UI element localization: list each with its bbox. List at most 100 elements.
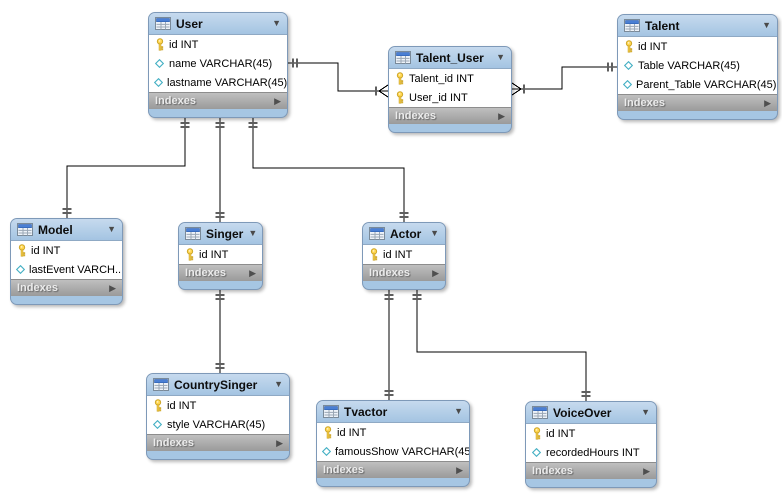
expand-arrow-icon[interactable]: ▶ (249, 267, 256, 278)
indexes-label: Indexes (532, 465, 573, 477)
collapse-triangle-icon[interactable]: ▼ (454, 406, 463, 416)
table-header[interactable]: CountrySinger▼ (147, 374, 289, 396)
expand-arrow-icon[interactable]: ▶ (764, 97, 771, 108)
collapse-triangle-icon[interactable]: ▼ (762, 20, 771, 30)
expand-arrow-icon[interactable]: ▶ (109, 282, 116, 293)
relationship-user-actor[interactable] (248, 118, 409, 222)
column-row[interactable]: recordedHours INT (526, 443, 656, 462)
column-label: Table VARCHAR(45) (638, 59, 740, 72)
expand-arrow-icon[interactable]: ▶ (498, 110, 505, 121)
column-row[interactable]: id INT (526, 424, 656, 443)
columns-list: id INT (179, 245, 262, 264)
primary-key-icon (16, 244, 27, 257)
indexes-label: Indexes (323, 464, 364, 476)
column-label: famousShow VARCHAR(45) (335, 445, 470, 458)
table-title: Singer (206, 226, 244, 241)
column-row[interactable]: id INT (317, 423, 469, 442)
column-row[interactable]: name VARCHAR(45) (149, 54, 287, 73)
relationship-line[interactable] (252, 118, 405, 222)
table-grid-icon (155, 17, 171, 30)
collapse-triangle-icon[interactable]: ▼ (430, 228, 439, 238)
relationship-actor-voiceover[interactable] (412, 290, 591, 401)
entity-table-voiceover[interactable]: VoiceOver▼id INT recordedHours INT Indexes… (525, 401, 657, 488)
indexes-bar[interactable]: Indexes▶ (618, 94, 777, 111)
relationship-line[interactable] (66, 118, 186, 218)
column-row[interactable]: Talent_id INT (389, 69, 511, 88)
column-row[interactable]: id INT (363, 245, 445, 264)
expand-arrow-icon[interactable]: ▶ (274, 95, 281, 106)
indexes-bar[interactable]: Indexes▶ (149, 92, 287, 109)
indexes-bar[interactable]: Indexes▶ (147, 434, 289, 451)
table-header[interactable]: Actor▼ (363, 223, 445, 245)
table-title: Model (38, 222, 73, 237)
relationship-talent_user-talent[interactable] (511, 62, 617, 96)
primary-key-icon (394, 91, 405, 104)
table-header[interactable]: User▼ (149, 13, 287, 35)
indexes-bar[interactable]: Indexes▶ (363, 264, 445, 281)
column-row[interactable]: id INT (179, 245, 262, 264)
collapse-triangle-icon[interactable]: ▼ (272, 18, 281, 28)
relationship-user-model[interactable] (62, 118, 190, 218)
relationship-user-talent_user[interactable] (288, 58, 389, 98)
expand-arrow-icon[interactable]: ▶ (643, 465, 650, 476)
column-row[interactable]: id INT (149, 35, 287, 54)
column-label: id INT (383, 248, 413, 261)
entity-table-talent[interactable]: Talent▼id INT Table VARCHAR(45) Parent_Tab… (617, 14, 778, 120)
column-row[interactable]: famousShow VARCHAR(45) (317, 442, 469, 461)
table-header[interactable]: Model ▼ (11, 219, 122, 241)
collapse-triangle-icon[interactable]: ▼ (641, 407, 650, 417)
table-footer-strip (389, 124, 511, 132)
relationship-user-singer[interactable] (215, 118, 225, 222)
relationship-actor-tvactor[interactable] (384, 290, 394, 400)
collapse-triangle-icon[interactable]: ▼ (248, 228, 258, 238)
indexes-bar[interactable]: Indexes ▶ (526, 462, 656, 479)
indexes-bar[interactable]: Indexes▶ (179, 264, 262, 281)
table-header[interactable]: Talent▼ (618, 15, 777, 37)
column-label: id INT (169, 38, 199, 51)
entity-table-tvactor[interactable]: Tvactor▼id INT famousShow VARCHAR(45) Inde… (316, 400, 470, 487)
indexes-bar[interactable]: Indexes ▶ (317, 461, 469, 478)
expand-arrow-icon[interactable]: ▶ (276, 437, 283, 448)
column-row[interactable]: User_id INT (389, 88, 511, 107)
entity-table-countrysinger[interactable]: CountrySinger▼id INT style VARCHAR(45) Ind… (146, 373, 290, 460)
column-row[interactable]: Table VARCHAR(45) (618, 56, 777, 75)
entity-table-actor[interactable]: Actor▼ id INT Indexes▶ (362, 222, 446, 290)
column-row[interactable]: Parent_Table VARCHAR(45) (618, 75, 777, 94)
expand-arrow-icon[interactable]: ▶ (432, 267, 439, 278)
column-label: style VARCHAR(45) (167, 418, 266, 431)
relationship-singer-countrysinger[interactable] (215, 290, 225, 373)
table-footer-strip (147, 451, 289, 459)
relationship-line[interactable] (288, 62, 388, 92)
indexes-bar[interactable]: Indexes▶ (11, 279, 122, 296)
table-header[interactable]: Talent_User▼ (389, 47, 511, 69)
column-diamond-icon (531, 448, 542, 457)
table-header[interactable]: Tvactor▼ (317, 401, 469, 423)
table-header[interactable]: VoiceOver▼ (526, 402, 656, 424)
column-row[interactable]: lastname VARCHAR(45) (149, 73, 287, 92)
relationship-line[interactable] (512, 66, 617, 90)
columns-list: id INT (363, 245, 445, 264)
column-label: recordedHours INT (546, 446, 640, 459)
column-row[interactable]: lastEvent VARCH... (11, 260, 122, 279)
expand-arrow-icon[interactable]: ▶ (456, 464, 463, 475)
column-row[interactable]: id INT (11, 241, 122, 260)
column-diamond-icon (322, 447, 331, 456)
indexes-bar[interactable]: Indexes▶ (389, 107, 511, 124)
column-row[interactable]: id INT (618, 37, 777, 56)
table-header[interactable]: Singer ▼ (179, 223, 262, 245)
relationship-line[interactable] (416, 290, 587, 401)
entity-table-user[interactable]: User▼ id INT name VARCHAR(45)lastname VARC… (148, 12, 288, 118)
collapse-triangle-icon[interactable]: ▼ (274, 379, 283, 389)
collapse-triangle-icon[interactable]: ▼ (496, 52, 505, 62)
column-row[interactable]: id INT (147, 396, 289, 415)
collapse-triangle-icon[interactable]: ▼ (107, 224, 116, 234)
table-footer-strip (179, 281, 262, 289)
column-row[interactable]: style VARCHAR(45) (147, 415, 289, 434)
table-grid-icon (323, 405, 339, 418)
